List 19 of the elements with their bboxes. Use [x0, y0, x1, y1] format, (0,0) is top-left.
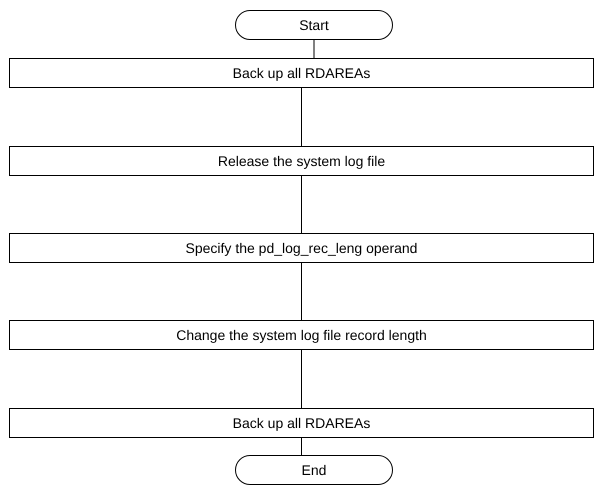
process-box [9, 320, 594, 350]
connector-line [301, 438, 302, 456]
connector-line [301, 176, 302, 234]
terminal-shape [235, 10, 393, 40]
process-box [9, 58, 594, 88]
connector-line [301, 350, 302, 408]
node-label: End [302, 462, 326, 478]
node-label: Start [299, 17, 329, 33]
connector-line [301, 88, 302, 146]
process-box [9, 233, 594, 263]
node-label: Change the system log file record length [176, 327, 427, 343]
node-label: Release the system log file [218, 153, 386, 169]
node-label: Back up all RDAREAs [232, 415, 370, 431]
node-label: Back up all RDAREAs [232, 65, 370, 81]
connector-line [301, 262, 302, 320]
terminal-shape [235, 455, 393, 485]
node-label: Specify the pd_log_rec_leng operand [186, 240, 418, 256]
process-box [9, 408, 594, 438]
process-box [9, 146, 594, 176]
